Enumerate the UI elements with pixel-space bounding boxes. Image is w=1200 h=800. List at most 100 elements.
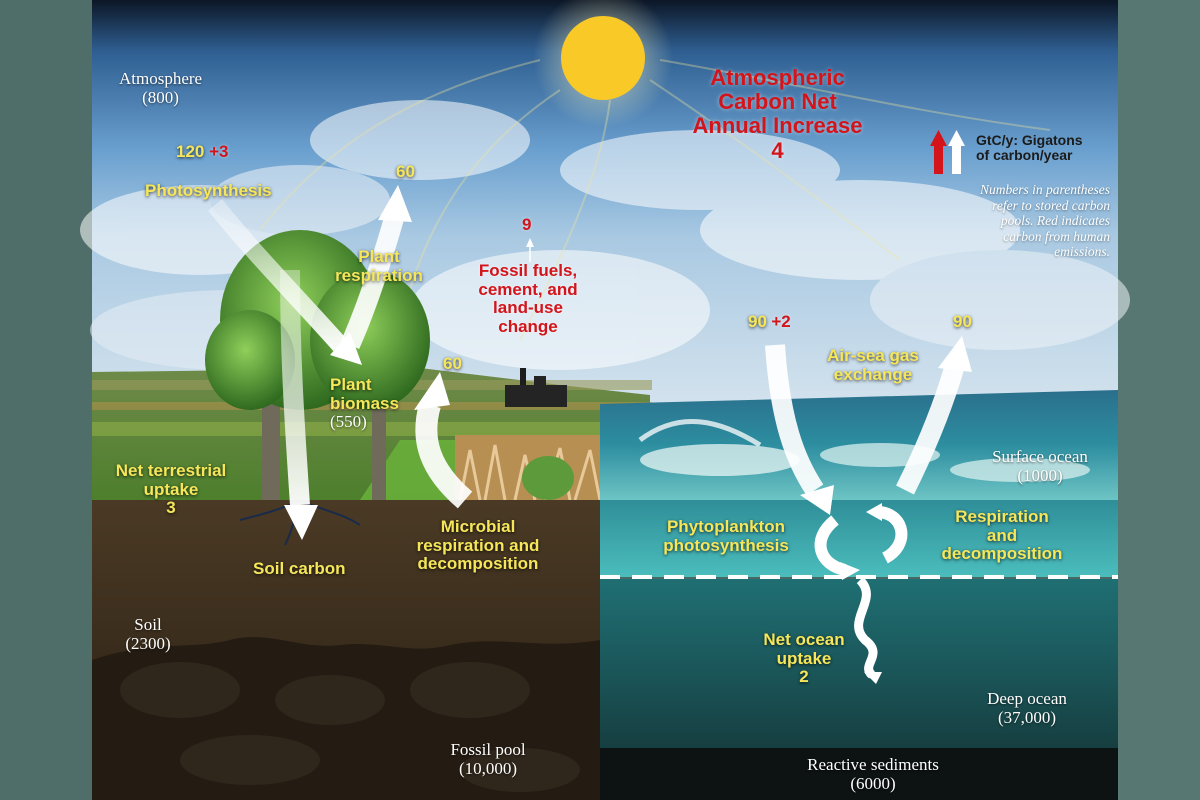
- fossil-pool-value: (10,000): [458, 758, 518, 778]
- ocean-respiration-line1: Respiration: [955, 507, 1049, 526]
- net-terrestrial-line2: uptake: [143, 479, 199, 499]
- legend-unit-line1: GtC/y: Gigatons: [976, 132, 1083, 148]
- ocean-uptake-flux: 90 +2: [748, 312, 791, 332]
- factory-icon: [505, 368, 567, 407]
- ocean-respiration-line2: and: [986, 525, 1018, 545]
- microbial-respiration-arrow: [414, 372, 473, 509]
- ocean-outgassing-arrow: [896, 336, 972, 495]
- grasses: [455, 435, 605, 501]
- reactive-sediments-pool-label: Reactive sediments (6000): [780, 755, 966, 793]
- rock-textures: [120, 662, 580, 792]
- photosynthesis-label: Photosynthesis: [145, 181, 272, 200]
- left-frame-margin: [0, 0, 92, 800]
- soil-pool-label: Soil (2300): [120, 615, 176, 653]
- photosynthesis-arrow: [208, 199, 362, 365]
- photosynthesis-flux: 120 +3: [176, 142, 229, 162]
- plant-biomass-value: (550): [330, 412, 367, 432]
- fossil-pool-label: Fossil pool (10,000): [436, 740, 540, 778]
- microbial-line2: respiration and: [416, 535, 540, 555]
- clouds: [80, 100, 1130, 370]
- air-sea-gas-exchange-label: Air-sea gas exchange: [818, 346, 928, 384]
- legend-note-line4: carbon from human: [1003, 228, 1110, 244]
- microbial-respiration-value: 60: [443, 354, 462, 373]
- soil-carbon-label: Soil carbon: [253, 559, 346, 578]
- ocean-internal-cycle-arrows: [814, 503, 908, 580]
- net-terrestrial-value: 3: [166, 498, 176, 518]
- ocean-uptake-human-value: +2: [771, 312, 791, 331]
- net-terrestrial-line1: Net terrestrial: [115, 461, 227, 480]
- soil-name: Soil: [134, 615, 162, 634]
- deep-ocean-name: Deep ocean: [987, 689, 1067, 708]
- fossil-fuels-line4: change: [498, 317, 558, 337]
- plant-biomass-pool: Plant biomass (550): [330, 375, 410, 432]
- title-line1: Atmospheric: [710, 65, 845, 90]
- legend-note-line5: emissions.: [1054, 244, 1110, 260]
- legend-unit-line2: of carbon/year: [976, 147, 1073, 164]
- ocean-outgassing-value: 90: [953, 312, 972, 331]
- surface-ocean-layer: [600, 500, 1118, 577]
- legend-note: Numbers in parentheses refer to stored c…: [980, 182, 1110, 260]
- fossil-pool-name: Fossil pool: [450, 740, 526, 759]
- net-ocean-line2: uptake: [776, 648, 832, 668]
- net-terrestrial-uptake-label: Net terrestrial uptake 3: [100, 461, 242, 518]
- phytoplankton-line1: Phytoplankton: [666, 517, 786, 536]
- plant-respiration-arrow: [340, 185, 412, 350]
- microbial-line1: Microbial: [440, 517, 516, 536]
- net-ocean-line1: Net ocean: [763, 630, 845, 649]
- microbial-line3: decomposition: [417, 554, 539, 574]
- plant-respiration-label: Plant respiration: [325, 247, 433, 285]
- legend-unit: GtC/y: Gigatons of carbon/year: [976, 132, 1083, 164]
- ocean-uptake-natural-value: 90: [748, 312, 767, 331]
- phytoplankton-line2: photosynthesis: [663, 535, 789, 555]
- ocean-uptake-arrow: [765, 344, 834, 515]
- fossil-fuels-line1: Fossil fuels,: [478, 261, 578, 280]
- atmosphere-name: Atmosphere: [119, 69, 203, 88]
- soil-carbon-arrow: [280, 269, 318, 540]
- fossil-fuels-label: Fossil fuels, cement, and land-use chang…: [466, 261, 590, 337]
- ocean-respiration-label: Respiration and decomposition: [932, 507, 1072, 564]
- sediment-layer: [600, 748, 1118, 800]
- title-line3: Annual Increase: [692, 113, 863, 139]
- net-annual-increase-title: Atmospheric Carbon Net Annual Increase 4: [690, 65, 865, 163]
- phytoplankton-photosynthesis-label: Phytoplankton photosynthesis: [654, 517, 798, 555]
- right-frame-margin: [1118, 0, 1200, 800]
- legend-note-line1: Numbers in parentheses: [980, 182, 1110, 197]
- net-ocean-value: 2: [799, 667, 809, 687]
- white-arrow-icon: [948, 130, 965, 174]
- legend-note-line3: pools. Red indicates: [1000, 213, 1110, 229]
- fossil-fuels-value: 9: [522, 215, 532, 234]
- sediments-value: (6000): [850, 773, 896, 793]
- sun-icon: [561, 16, 645, 100]
- plant-respiration-line2: respiration: [335, 265, 423, 285]
- fossil-fuels-line2: cement, and: [478, 279, 578, 299]
- photosynthesis-natural-value: 120: [176, 142, 205, 161]
- plant-biomass-name-line2: biomass: [330, 393, 399, 413]
- fossil-fuels-line3: land-use: [493, 298, 563, 318]
- net-ocean-uptake-label: Net ocean uptake 2: [756, 630, 852, 687]
- title-value: 4: [771, 137, 784, 163]
- air-sea-line2: exchange: [833, 364, 913, 384]
- surface-ocean-value: (1000): [1017, 465, 1063, 485]
- sediments-name: Reactive sediments: [807, 755, 939, 774]
- legend-note-line2: refer to stored carbon: [992, 197, 1110, 213]
- legend-arrows: [930, 130, 965, 174]
- air-sea-line1: Air-sea gas: [827, 346, 919, 365]
- atmosphere-pool-label: Atmosphere (800): [119, 69, 203, 107]
- surface-ocean-pool-label: Surface ocean (1000): [970, 447, 1110, 485]
- surface-ocean-name: Surface ocean: [992, 447, 1088, 466]
- plant-respiration-line1: Plant: [358, 247, 400, 266]
- atmosphere-value: (800): [142, 87, 179, 107]
- red-arrow-icon: [930, 130, 947, 174]
- fossil-fuel-arrow: [526, 238, 534, 262]
- soil-value: (2300): [125, 633, 171, 653]
- plant-respiration-value: 60: [396, 162, 415, 181]
- plant-biomass-name-line1: Plant: [330, 375, 372, 394]
- deep-ocean-pool-label: Deep ocean (37,000): [970, 689, 1084, 727]
- waves: [638, 419, 1090, 482]
- net-ocean-uptake-arrow: [854, 576, 882, 684]
- title-line2: Carbon Net: [718, 89, 837, 115]
- ocean-respiration-line3: decomposition: [941, 544, 1063, 564]
- microbial-respiration-label: Microbial respiration and decomposition: [405, 517, 551, 574]
- deep-ocean-value: (37,000): [997, 707, 1057, 727]
